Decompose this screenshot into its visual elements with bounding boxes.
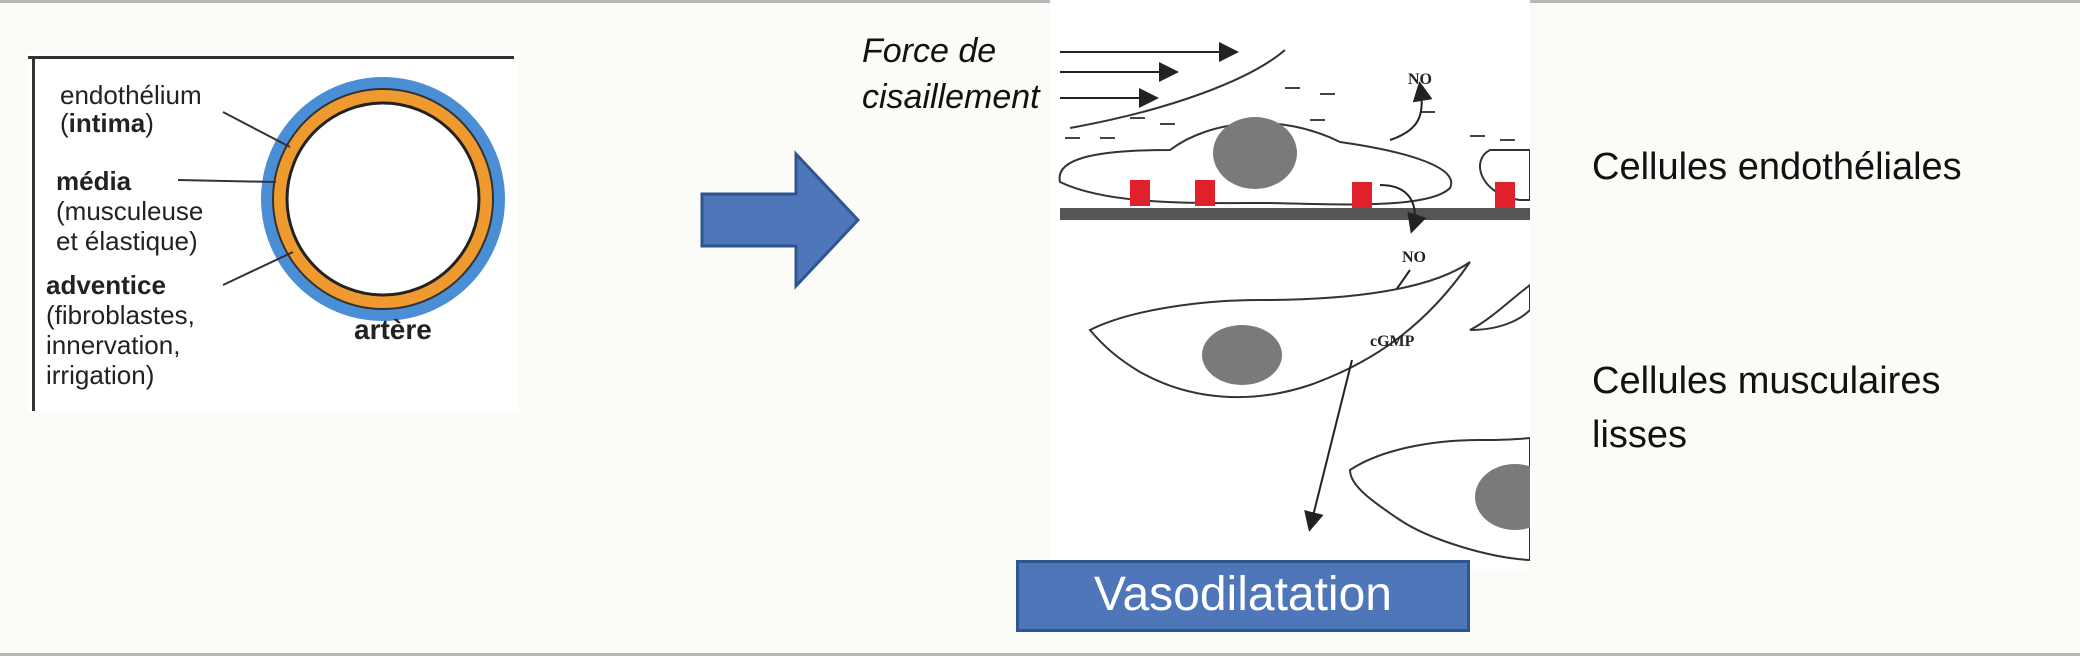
basement-membrane <box>1060 208 1530 220</box>
label-adventice-4: irrigation) <box>46 360 155 390</box>
endothelium-leader <box>222 111 291 148</box>
no-label-top: NO <box>1408 71 1432 88</box>
label-media-3: et élastique) <box>56 226 198 256</box>
artery-name: artère <box>354 314 432 345</box>
force-line-2: cisaillement <box>862 78 1040 116</box>
adventice-leader <box>222 251 294 286</box>
mechanism-panel: NO NO cGMP <box>1050 0 1530 570</box>
cgmp-to-vasodilatation-arrow <box>1304 359 1353 532</box>
vasodilatation-box: Vasodilatation <box>1016 560 1470 632</box>
media-leader <box>177 179 277 183</box>
no-label-middle: NO <box>1402 249 1426 266</box>
cell-fragment <box>1469 283 1530 331</box>
right-arrow-icon <box>700 150 860 290</box>
intima-open: ( <box>60 108 69 138</box>
mechanism-illustration: NO NO cGMP <box>1058 42 1530 562</box>
endothelial-cell-2 <box>1479 149 1530 201</box>
smooth-muscle-nucleus-2 <box>1475 464 1530 530</box>
intima-bold: intima <box>68 108 146 138</box>
artery-panel: endothélium (intima) média (musculeuse e… <box>28 52 518 412</box>
force-line-1: Force de <box>862 32 997 70</box>
label-smooth-muscle-line-1: Cellules musculaires <box>1592 360 1941 402</box>
label-endothelial-cells: Cellules endothéliales <box>1592 146 1962 188</box>
receptors <box>1130 180 1515 208</box>
label-smooth-muscle-line-2: lisses <box>1592 414 1688 456</box>
label-media: média <box>56 166 132 196</box>
endothelial-nucleus <box>1213 117 1297 189</box>
flow-dashes <box>1065 87 1515 141</box>
smooth-muscle-nucleus-1 <box>1202 325 1282 385</box>
force-label: Force de cisaillement <box>862 28 1040 120</box>
upper-cell-edge <box>1069 49 1286 129</box>
label-media-2: (musculeuse <box>56 196 204 226</box>
cgmp-label: cGMP <box>1370 333 1415 350</box>
intima-close: ) <box>145 108 154 138</box>
panel-border-top <box>28 56 514 59</box>
label-endothelium: endothélium <box>60 80 202 110</box>
label-intima: (intima) <box>60 110 154 136</box>
panel-border-left <box>32 56 35 411</box>
lumen <box>285 101 481 297</box>
artery-cross-section <box>177 77 505 321</box>
label-adventice: adventice <box>46 270 166 300</box>
no-arrow-up <box>1389 81 1433 141</box>
smooth-muscle-cell-1 <box>1088 261 1471 399</box>
no-arrow-down <box>1379 184 1427 234</box>
label-adventice-2: (fibroblastes, <box>46 300 195 330</box>
smooth-muscle-cell-2 <box>1348 436 1530 562</box>
label-adventice-3: innervation, <box>46 330 181 360</box>
